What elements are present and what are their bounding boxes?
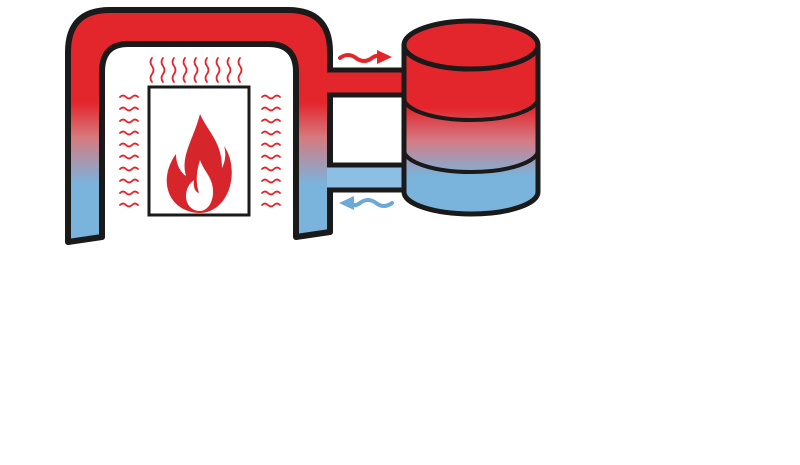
heat-waves-right	[261, 94, 281, 208]
tank-band-1	[402, 97, 540, 122]
heat-wave-icon	[119, 57, 281, 208]
boiler-jacket	[65, 7, 333, 245]
heat-waves-top	[149, 57, 243, 83]
pipes	[327, 67, 411, 193]
flame-icon	[166, 114, 232, 213]
tank-band-2	[402, 149, 540, 174]
hot-flow-arrow-icon	[338, 50, 392, 64]
tank-body	[401, 42, 541, 217]
heat-waves-left	[119, 94, 139, 208]
cold-pipe	[327, 162, 411, 193]
cold-return-arrow-icon	[339, 196, 394, 210]
flame-inner	[186, 160, 214, 211]
hot-pipe	[327, 67, 411, 98]
thermal-storage-tank-icon	[401, 18, 541, 217]
tank-top	[401, 18, 541, 72]
